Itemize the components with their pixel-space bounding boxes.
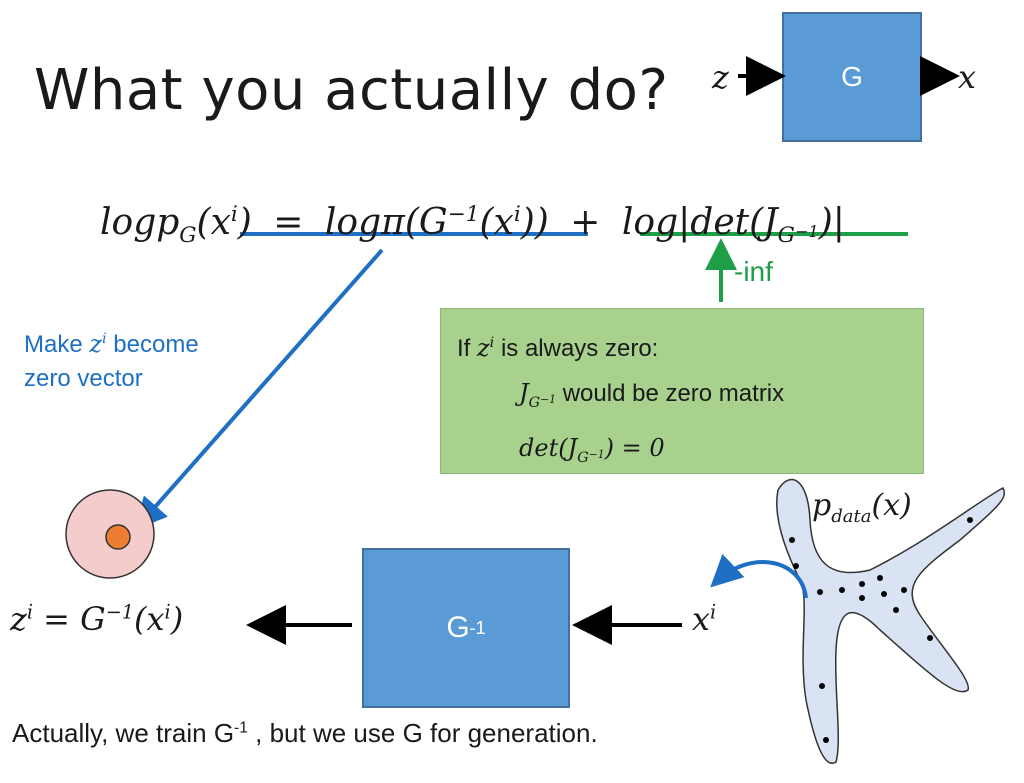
blue-arrow — [134, 248, 384, 530]
zero-point — [105, 524, 131, 550]
jacobian-term: log|det(J — [621, 202, 778, 243]
sample-arrow — [710, 553, 808, 599]
log-likelihood-formula: logpG(xi) = logπ(G−1(xi)) + log|det(JG−1… — [100, 202, 845, 249]
top-z-label: z — [712, 58, 729, 96]
g-box: G — [782, 12, 922, 142]
g-inverse-box: G-1 — [362, 548, 570, 708]
pdata-label: pdata(x) — [812, 488, 912, 527]
prior-term: logπ(G — [324, 202, 448, 243]
caption: Actually, we train G-1 , but we use G fo… — [12, 718, 598, 748]
top-x-label: x — [958, 58, 977, 96]
neg-inf-label: -inf — [734, 256, 773, 287]
x-sample-label: xi — [692, 600, 717, 638]
z-equation: zi = G−1(xi) — [10, 600, 184, 638]
green-note-box: If zi is always zero: JG−1 would be zero… — [440, 308, 924, 474]
data-points — [789, 517, 973, 743]
data-distribution — [776, 478, 1005, 765]
slide-title: What you actually do? — [34, 58, 669, 123]
blue-note: Make zi become zero vector — [24, 330, 199, 392]
